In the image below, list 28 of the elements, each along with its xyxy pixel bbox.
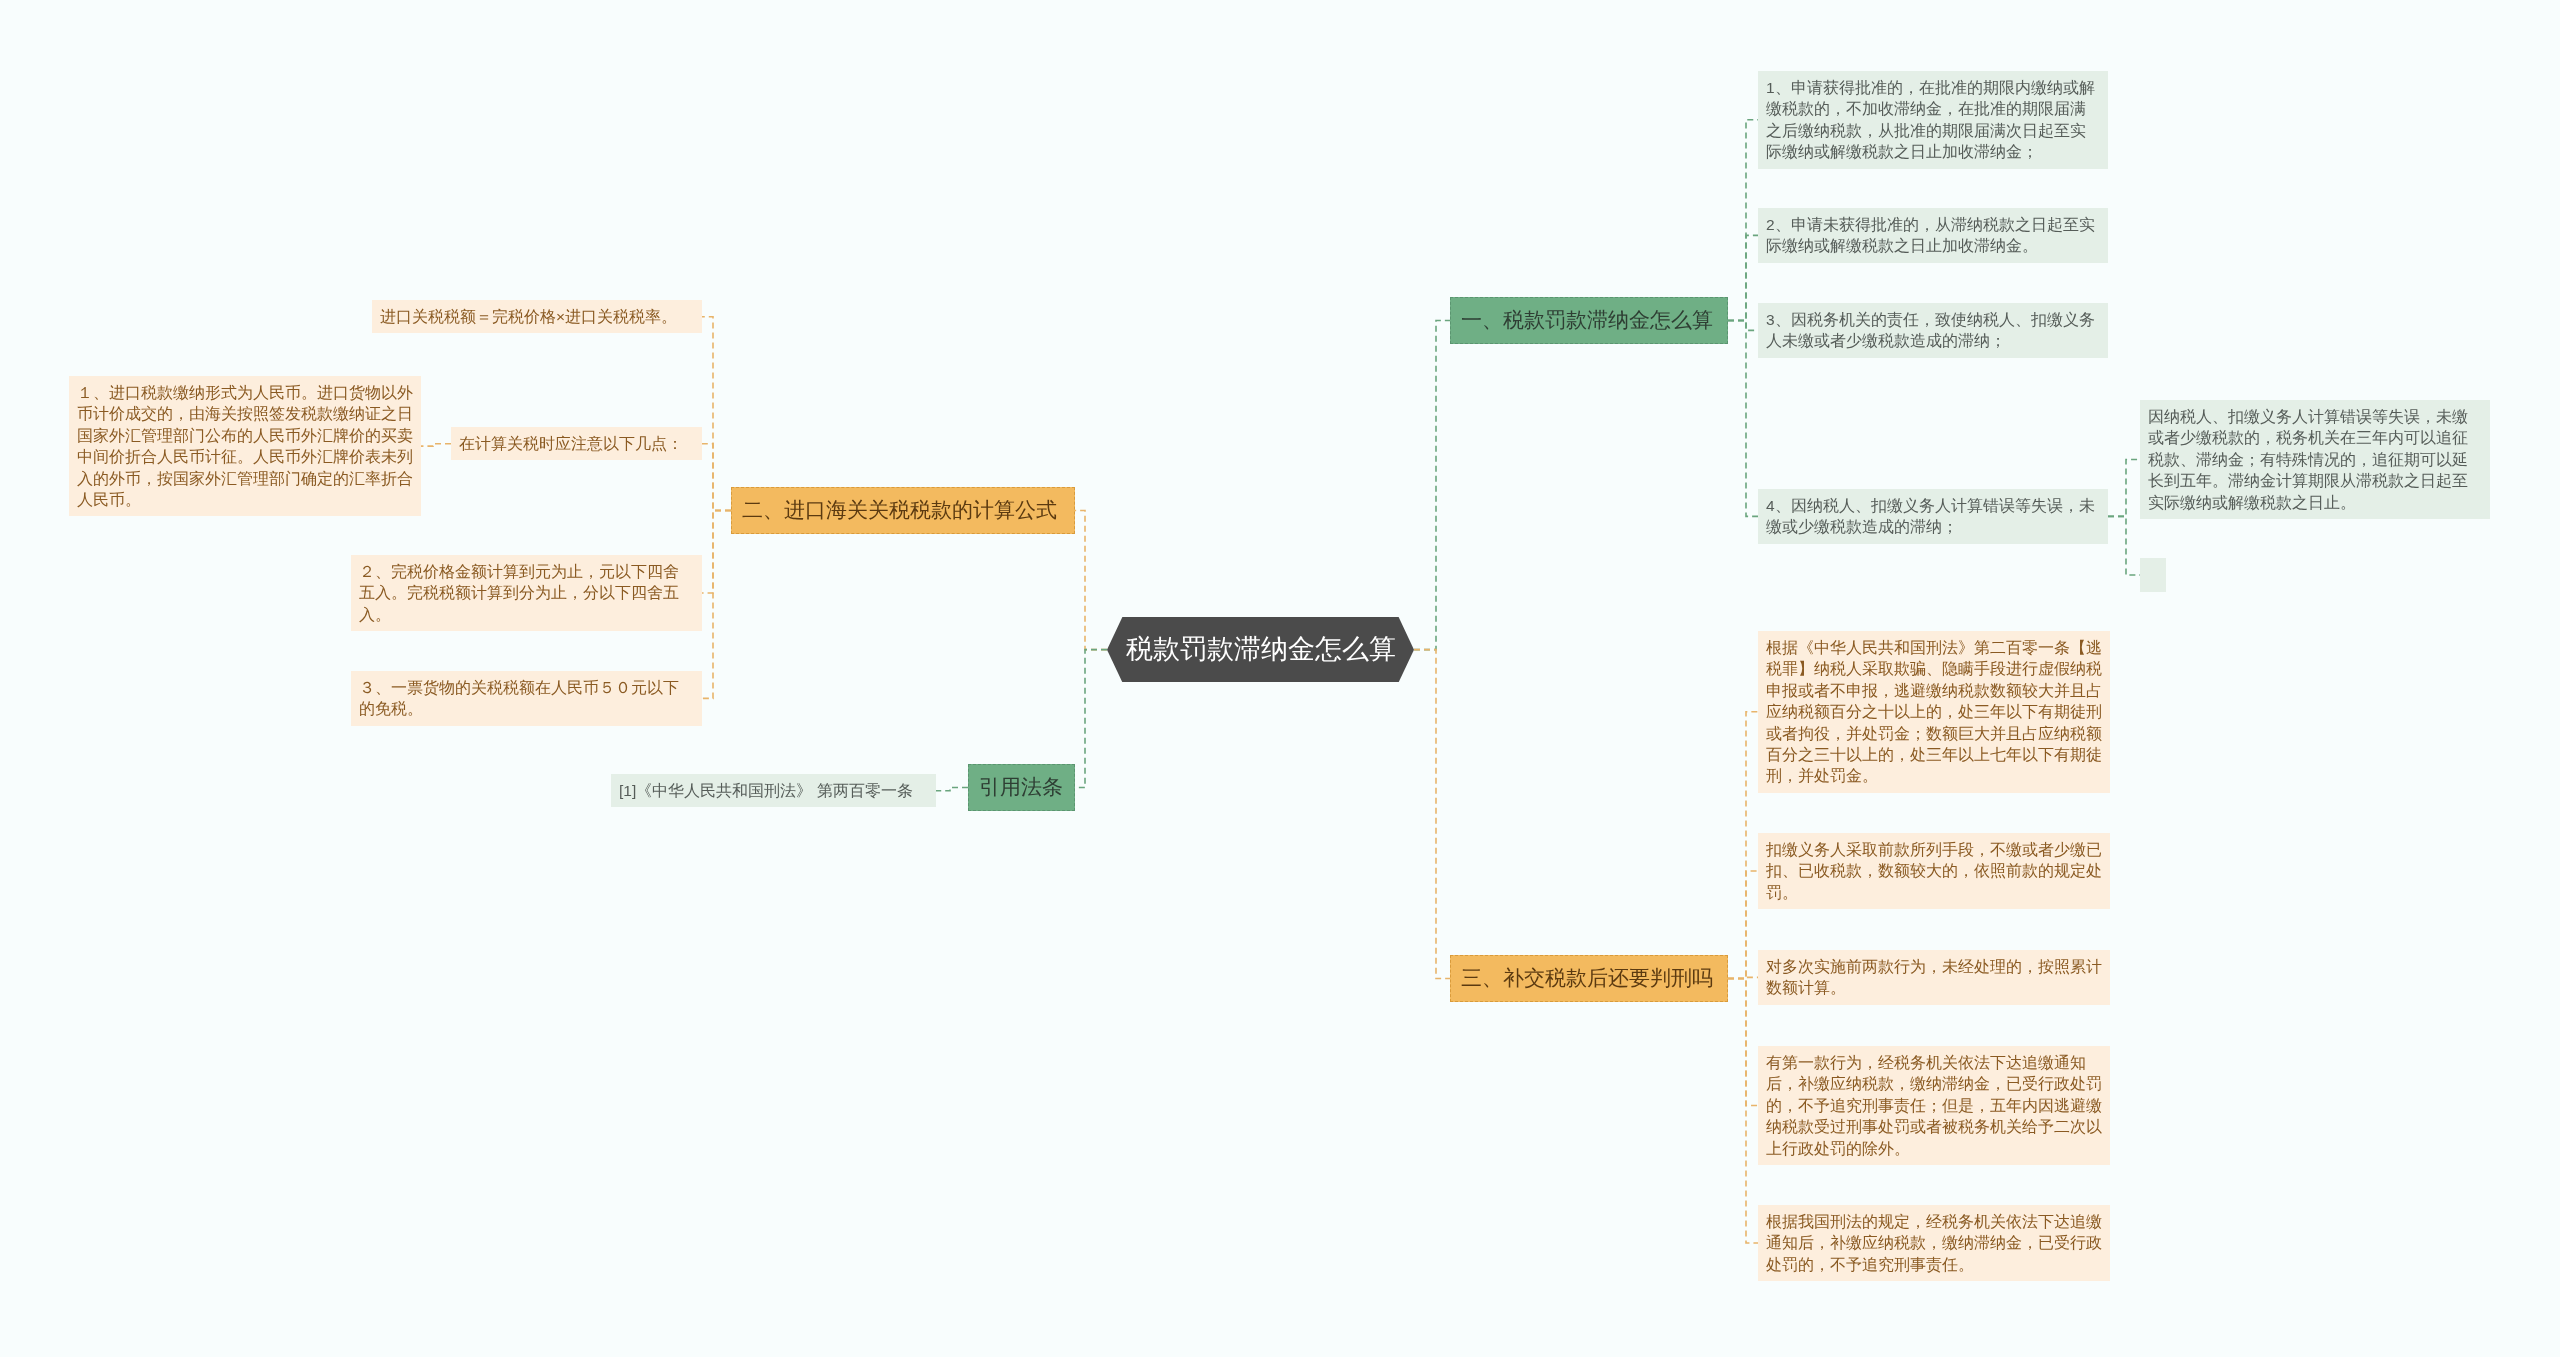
topic-box: 根据《中华人民共和国刑法》第二百零一条【逃税罪】纳税人采取欺骗、隐瞒手段进行虚假纳税申报或者不申报，逃避缴纳税款数额较大并且占应纳税额百分之十以上的，处三年以下有期徒刑或者拘役，并处罚金；数额巨大并且占应纳税额百分之三十以上的，处三年以上七年以下有期徒刑，并处罚金。 [1758,631,2110,793]
connector-line [1413,648,1451,980]
central-topic: 税款罚款滞纳金怎么算 [1107,617,1414,683]
topic-box: ３、一票货物的关税税额在人民币５０元以下的免税。 [351,671,702,726]
topic-box: 有第一款行为，经税务机关依法下达追缴通知后，补缴应纳税款，缴纳滞纳金，已受行政处罚的，不予追究刑事责任；但是，五年内因逃避缴纳税款受过刑事处罚或者被税务机关给予二次以上行政处罚的除外。 [1758,1046,2110,1165]
branch-box: 一、税款罚款滞纳金怎么算 [1450,297,1728,344]
topic-box: 4、因纳税人、扣缴义务人计算错误等失误，未缴或少缴税款造成的滞纳； [1758,489,2108,544]
topic-box: 在计算关税时应注意以下几点： [451,427,702,461]
topic-box: 扣缴义务人采取前款所列手段，不缴或者少缴已扣、已收税款，数额较大的，依照前款的规定处罚。 [1758,833,2110,910]
connector-line [1727,977,1759,1244]
branch-box: 二、进口海关关税税款的计算公式 [731,487,1075,534]
topic-box: 1、申请获得批准的，在批准的期限内缴纳或解缴税款的，不加收滞纳金，在批准的期限届满之后缴纳税款，从批准的期限届满次日起至实际缴纳或解缴税款之日止加收滞纳金； [1758,71,2108,169]
topic-box: 对多次实施前两款行为，未经处理的，按照累计数额计算。 [1758,950,2110,1005]
topic-box: 3、因税务机关的责任，致使纳税人、扣缴义务人未缴或者少缴税款造成的滞纳； [1758,303,2108,358]
topic-box: 2、申请未获得批准的，从滞纳税款之日起至实际缴纳或解缴税款之日止加收滞纳金。 [1758,208,2108,263]
branch-box: 引用法条 [968,764,1075,811]
topic-box: 根据我国刑法的规定，经税务机关依法下达追缴通知后，补缴应纳税款，缴纳滞纳金，已受行政处罚的，不予追究刑事责任。 [1758,1205,2110,1282]
topic-box: １、进口税款缴纳形式为人民币。进口货物以外币计价成交的，由海关按照签发税款缴纳证之日国家外汇管理部门公布的人民币外汇牌价的买卖中间价折合人民币计征。人民币外汇牌价表未列入的外币，按国家外汇管理部门确定的汇率折合人民币。 [69,376,421,517]
topic-box: [1]《中华人民共和国刑法》 第两百零一条 [611,774,936,808]
connector-line [420,442,452,447]
empty-box [2140,558,2166,592]
branch-box: 三、补交税款后还要判刑吗 [1450,955,1728,1002]
topic-box: ２、完税价格金额计算到元为止，元以下四舍五入。完税税额计算到分为止，分以下四舍五入。 [351,555,702,632]
connector-line [701,509,732,700]
topic-box: 因纳税人、扣缴义务人计算错误等失误，未缴或者少缴税款的，税务机关在三年内可以追征税款、滞纳金；有特殊情况的，追征期可以延长到五年。滞纳金计算期限从滞税款之日起至实际缴纳或解缴税款之日止。 [2140,400,2490,519]
connector-line [935,786,969,792]
topic-box: 进口关税税额＝完税价格×进口关税税率。 [372,300,702,334]
connector-line [1727,319,1759,518]
